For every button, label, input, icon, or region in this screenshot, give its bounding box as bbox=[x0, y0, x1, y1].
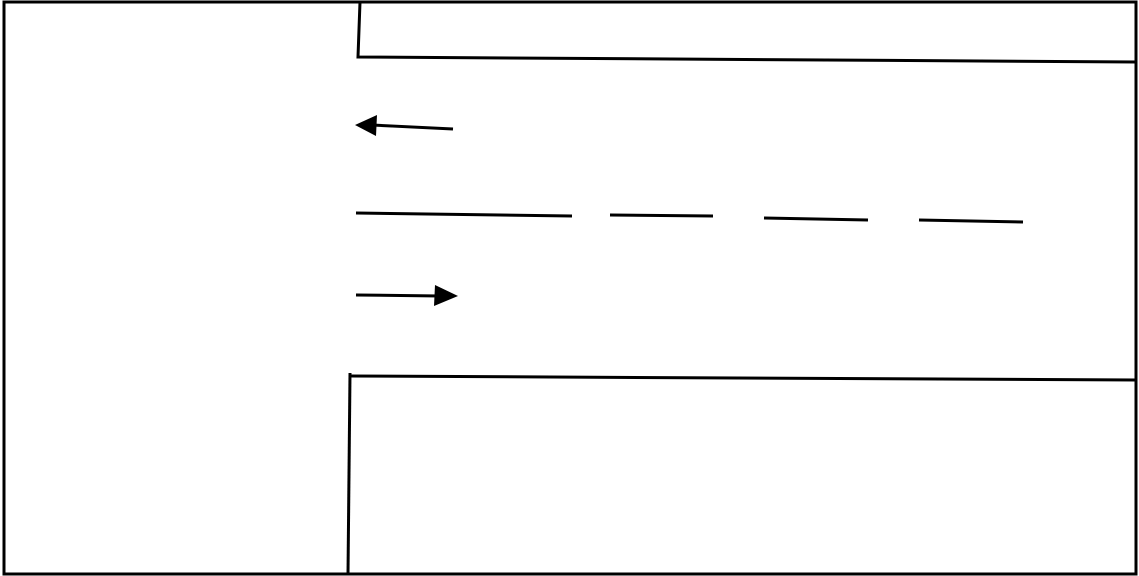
lane-dash bbox=[918, 218, 1024, 224]
arrow-right-icon bbox=[355, 285, 458, 306]
lane-divider bbox=[355, 211, 1024, 224]
lane-dash bbox=[609, 213, 714, 218]
arrow-left-icon bbox=[355, 115, 454, 136]
lower-road-edge bbox=[349, 374, 1137, 382]
upper-road-edge bbox=[356, 1, 1137, 64]
lane-dash bbox=[355, 211, 573, 218]
lane-dash bbox=[763, 216, 869, 222]
lower-left-road-edge bbox=[346, 372, 352, 575]
